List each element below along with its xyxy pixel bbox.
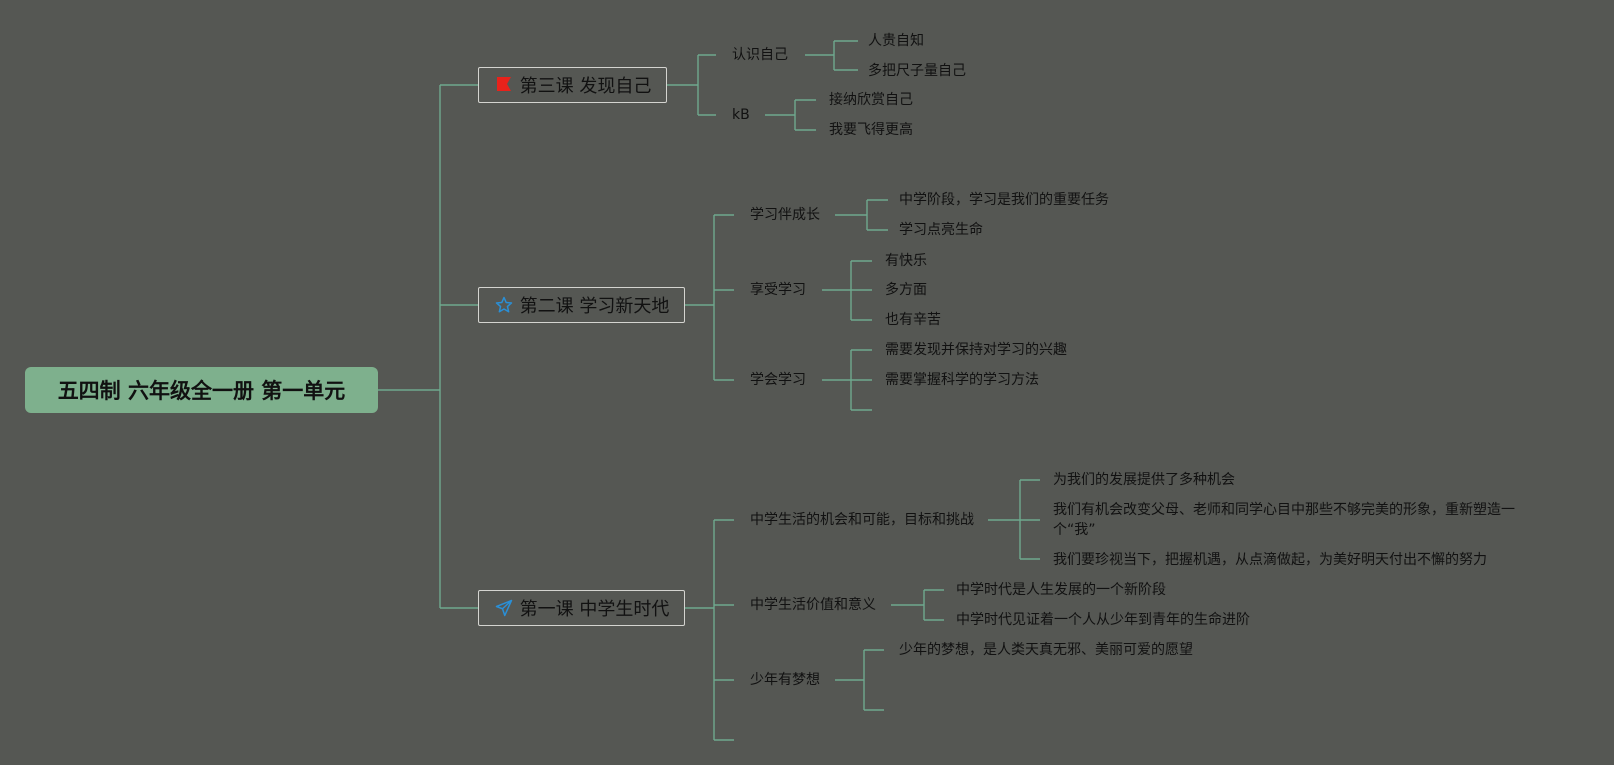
lesson-2-topic[interactable]: 第二课 学习新天地 — [478, 287, 685, 323]
root-topic[interactable]: 五四制 六年级全一册 第一单元 — [25, 367, 378, 413]
leaf-topic[interactable]: 接纳欣赏自己 — [829, 92, 913, 108]
subtopic[interactable]: 学习伴成长 — [750, 207, 820, 223]
star-icon — [494, 295, 514, 315]
leaf-topic[interactable]: 我们有机会改变父母、老师和同学心目中那些不够完美的形象，重新塑造一个“我” — [1053, 502, 1515, 538]
subtopic[interactable]: 享受学习 — [750, 282, 806, 298]
leaf-topic[interactable]: 我们要珍视当下，把握机遇，从点滴做起，为美好明天付出不懈的努力 — [1053, 552, 1487, 568]
leaf-topic[interactable]: 我要飞得更高 — [829, 122, 913, 138]
leaf-topic[interactable]: 也有辛苦 — [885, 312, 941, 328]
leaf-topic[interactable]: 中学时代是人生发展的一个新阶段 — [956, 582, 1166, 598]
leaf-topic[interactable]: 多方面 — [885, 282, 927, 298]
lesson-1-label: 第一课 中学生时代 — [519, 599, 670, 620]
lesson-2-label: 第二课 学习新天地 — [519, 296, 670, 317]
subtopic[interactable]: 少年有梦想 — [750, 672, 820, 688]
leaf-topic[interactable]: 中学时代见证着一个人从少年到青年的生命进阶 — [956, 612, 1250, 628]
subtopic[interactable]: 学会学习 — [750, 372, 806, 388]
leaf-topic[interactable]: 中学阶段，学习是我们的重要任务 — [899, 192, 1109, 208]
leaf-topic[interactable]: 有快乐 — [885, 253, 927, 269]
subtopic[interactable]: 中学生活价值和意义 — [750, 597, 876, 613]
subtopic[interactable]: 中学生活的机会和可能，目标和挑战 — [750, 512, 974, 528]
root-topic-label: 五四制 六年级全一册 第一单元 — [57, 379, 346, 403]
leaf-topic[interactable]: 多把尺子量自己 — [868, 63, 966, 79]
subtopic[interactable]: kB — [732, 107, 750, 123]
leaf-topic[interactable]: 少年的梦想，是人类天真无邪、美丽可爱的愿望 — [899, 642, 1193, 658]
subtopic[interactable]: 认识自己 — [732, 47, 788, 63]
leaf-topic[interactable]: 需要掌握科学的学习方法 — [885, 372, 1039, 388]
leaf-topic[interactable]: 为我们的发展提供了多种机会 — [1053, 472, 1235, 488]
lesson-3-topic[interactable]: 第三课 发现自己 — [478, 67, 667, 103]
paper-plane-icon — [494, 598, 514, 618]
leaf-topic[interactable]: 人贵自知 — [868, 33, 924, 49]
lesson-1-topic[interactable]: 第一课 中学生时代 — [478, 590, 685, 626]
red-flag-icon — [494, 75, 514, 95]
lesson-3-label: 第三课 发现自己 — [519, 76, 652, 97]
leaf-topic[interactable]: 需要发现并保持对学习的兴趣 — [885, 342, 1067, 358]
leaf-topic[interactable]: 学习点亮生命 — [899, 222, 983, 238]
